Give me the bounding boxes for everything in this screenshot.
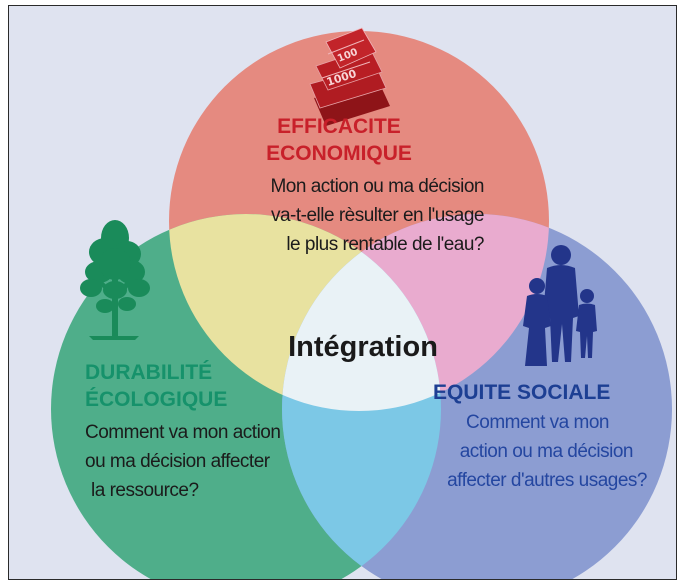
economic-desc-line: Mon action ou ma décision (270, 176, 484, 197)
tree-icon (80, 220, 150, 340)
ecological-desc-line: ou ma décision affecter (85, 451, 270, 472)
ecological-title: DURABILITÉ ÉCOLOGIQUE (85, 359, 325, 413)
social-desc-line: affecter d'autres usages? (447, 470, 647, 491)
social-title: EQUITE SOCIALE (433, 379, 643, 406)
economic-title-line: EFFICACITE (277, 115, 401, 138)
family-icon (523, 245, 597, 366)
ecological-description: Comment va mon action ou ma décision aff… (85, 418, 305, 505)
ecological-desc-line: la ressource? (91, 480, 199, 501)
economic-title: EFFICACITE ECONOMIQUE (199, 113, 479, 167)
social-desc-line: action ou ma décision (459, 441, 634, 462)
economic-desc-line: le plus rentable de l'eau? (286, 234, 484, 255)
economic-desc-line: va-t-elle rèsulter en l'usage (270, 205, 485, 226)
integration-label: Intégration (288, 331, 438, 363)
economic-description: Mon action ou ma décision va-t-elle rèsu… (244, 172, 484, 259)
social-desc-line: Comment va mon (466, 412, 609, 433)
ecological-title-line: ÉCOLOGIQUE (85, 388, 228, 411)
ecological-title-line: DURABILITÉ (85, 361, 213, 384)
economic-title-line: ECONOMIQUE (266, 142, 412, 165)
venn-diagram: 100 1000 (51, 27, 672, 579)
banknotes-icon: 100 1000 (309, 27, 390, 126)
venn-diagram-frame: 100 1000 (8, 5, 677, 580)
ecological-desc-line: Comment va mon action (85, 422, 281, 443)
social-description: Comment va mon action ou ma décision aff… (429, 408, 647, 495)
overlap-center (282, 214, 441, 411)
social-title-line: EQUITE SOCIALE (433, 381, 611, 404)
